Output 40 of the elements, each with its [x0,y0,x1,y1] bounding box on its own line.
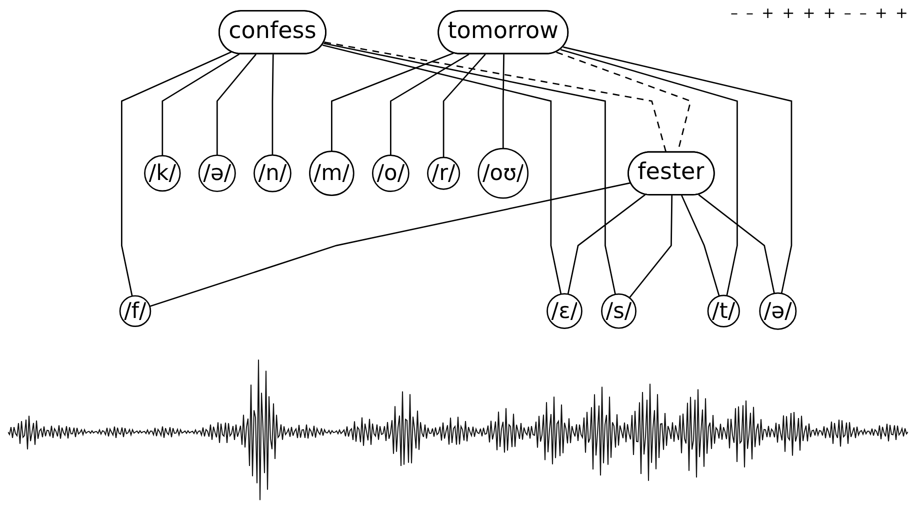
sign-label: – [859,4,867,22]
connector [567,194,646,294]
connector [442,54,486,158]
connector [698,194,775,294]
sign-label: – [844,4,852,22]
connector [331,52,454,152]
sign-label: + [782,4,795,22]
node-circle: /n/ [254,154,292,192]
node-circle: /m/ [309,150,354,196]
connector [324,42,667,153]
node-circle: /oʊ/ [478,148,529,199]
connector [216,54,256,156]
connector [121,51,232,296]
node-circle: /r/ [427,156,460,190]
connector [322,44,562,294]
node-circle: /s/ [601,293,636,329]
connector [502,54,504,149]
connector [150,182,631,307]
node-circle: /ɛ/ [546,293,582,330]
sign-label: + [802,4,816,22]
node-circle: /k/ [144,154,181,192]
connector [272,54,274,156]
connector [324,42,616,295]
node-circle: /ə/ [759,292,797,330]
connector [628,195,673,298]
node-circle: /f/ [119,295,152,327]
node-circle: /o/ [372,154,410,192]
sign-label: + [874,4,888,22]
connector [162,54,240,156]
sign-label: + [762,4,774,22]
sign-label: – [746,4,754,22]
sign-label: + [823,4,836,22]
connector [681,195,720,296]
connector [560,48,738,296]
connector [390,54,470,156]
connector [563,46,792,294]
node-circle: /ə/ [198,154,236,192]
node-circle: /t/ [707,294,740,328]
sign-label: – [730,4,738,22]
sign-label: + [895,4,908,22]
